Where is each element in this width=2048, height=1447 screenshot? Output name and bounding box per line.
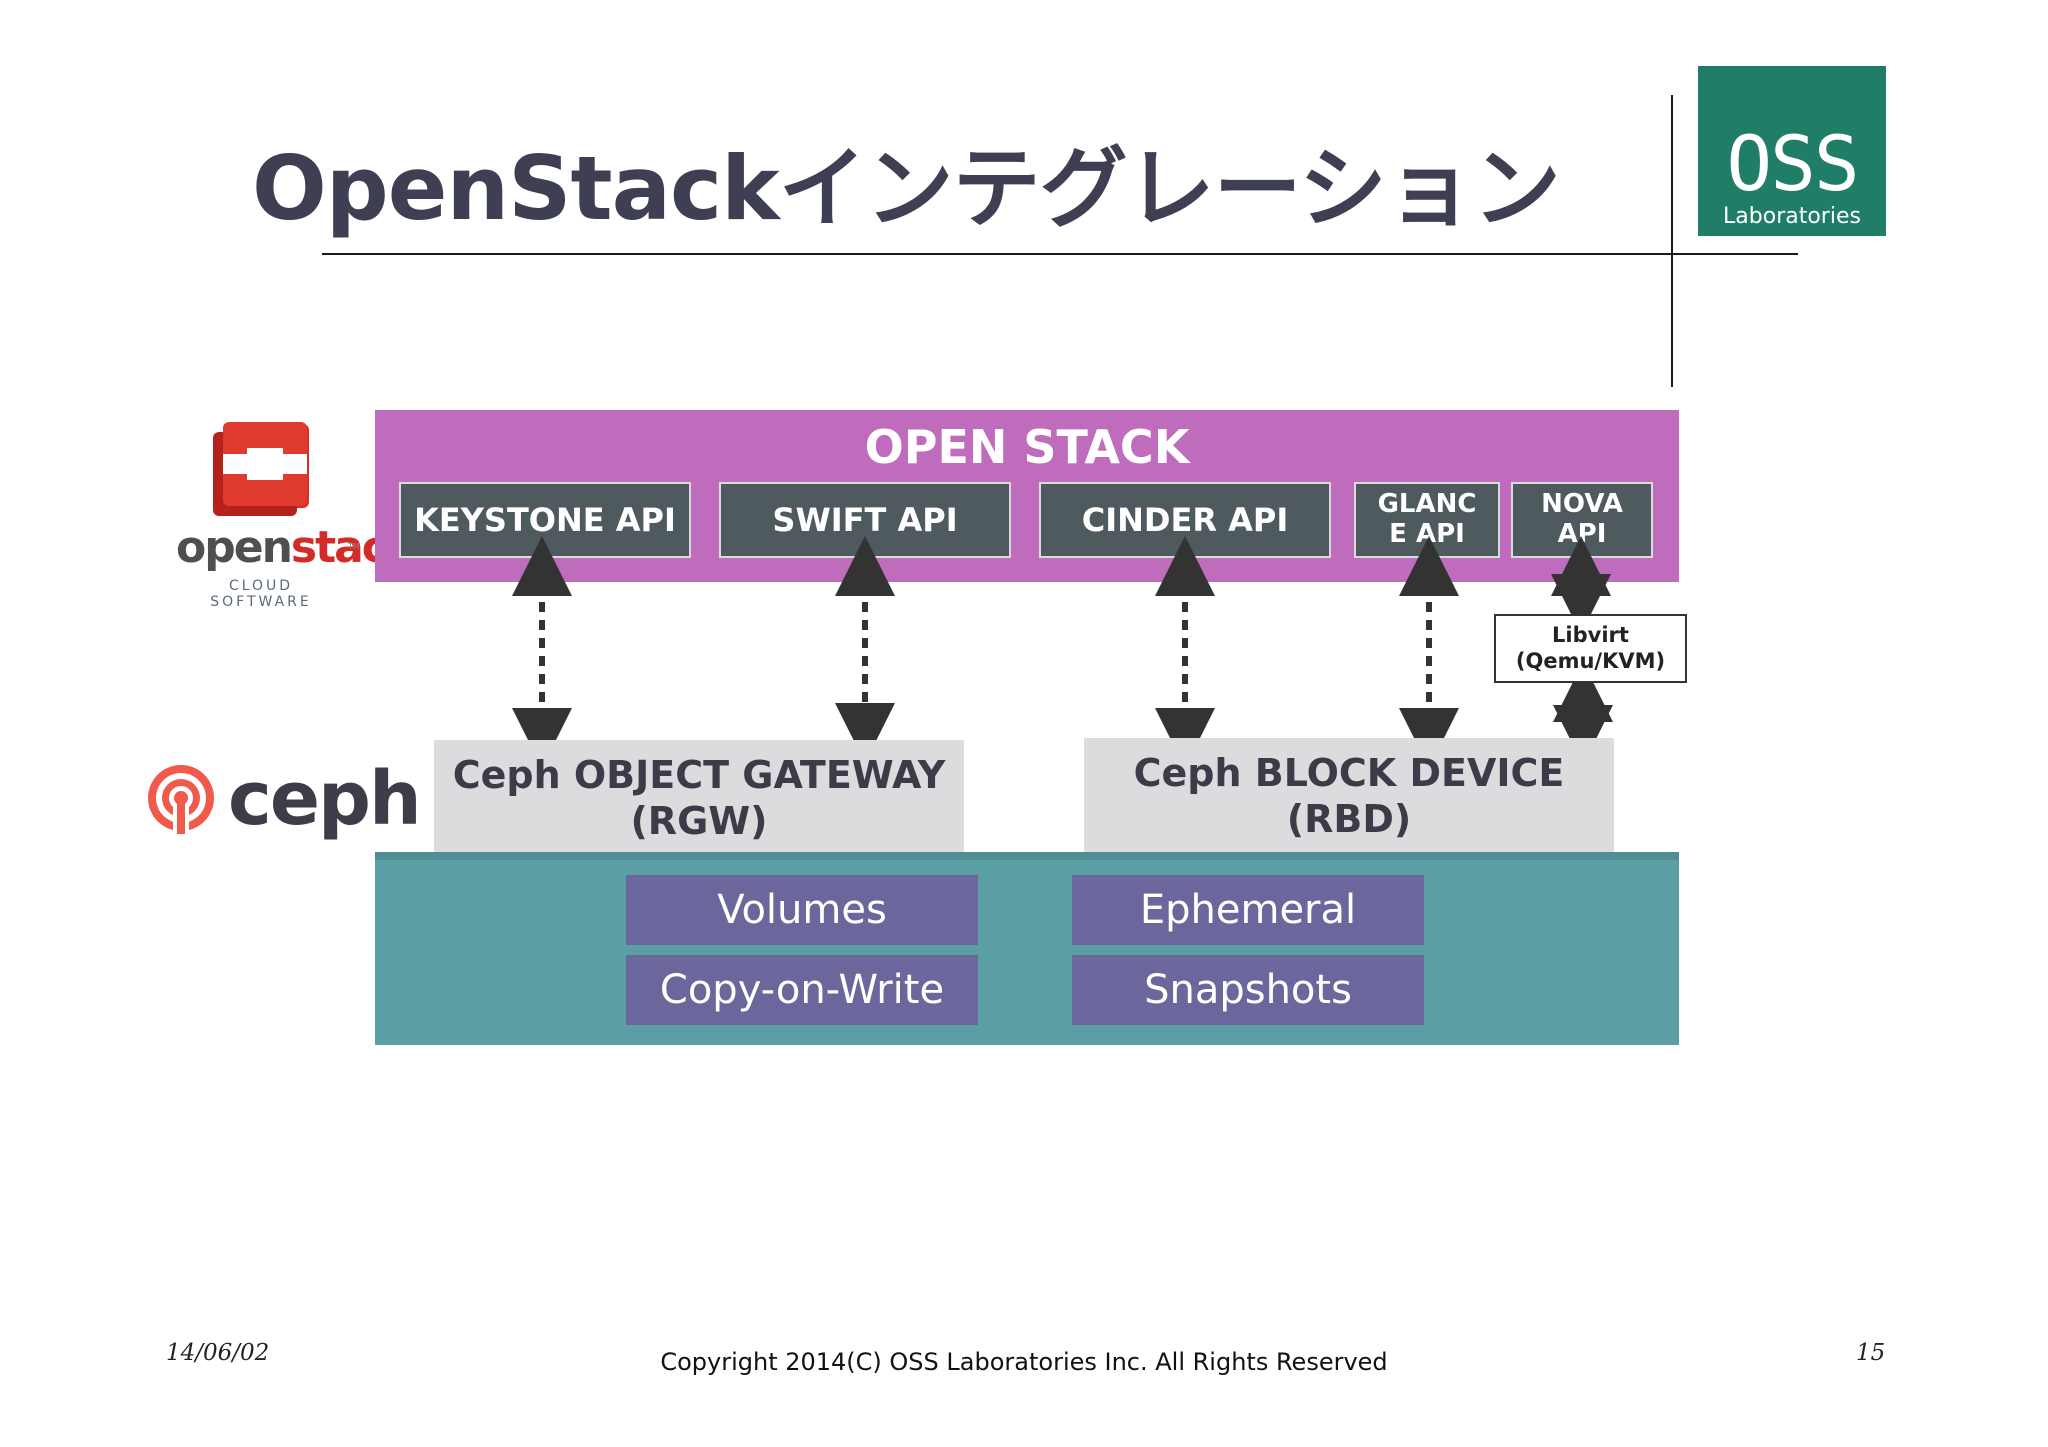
ceph-block-device-box: Ceph BLOCK DEVICE (RBD) [1084, 738, 1614, 854]
rbd-label: Ceph BLOCK DEVICE [1133, 750, 1565, 795]
ceph-logo-icon [145, 762, 217, 838]
cinder-api-box: CINDER API [1039, 482, 1331, 558]
footer-date: 14/06/02 [166, 1340, 270, 1366]
openstack-word-open: open [176, 522, 293, 573]
ceph-wordmark: ceph [228, 756, 422, 842]
openstack-subtitle: CLOUD SOFTWARE [210, 578, 312, 610]
footer-copyright: Copyright 2014(C) OSS Laboratories Inc. … [660, 1348, 1388, 1376]
vertical-divider [1671, 95, 1673, 387]
oss-logo-text: OSS [1726, 119, 1859, 208]
libvirt-box: Libvirt (Qemu/KVM) [1494, 614, 1687, 683]
title-divider [322, 253, 1798, 255]
libvirt-sublabel: (Qemu/KVM) [1515, 648, 1666, 673]
snapshots-box: Snapshots [1072, 955, 1424, 1025]
openstack-trademark: TM [348, 542, 360, 551]
ceph-object-gateway-box: Ceph OBJECT GATEWAY (RGW) [434, 740, 964, 856]
rgw-sublabel: (RGW) [630, 799, 768, 843]
ephemeral-box: Ephemeral [1072, 875, 1424, 945]
page-title: OpenStackインテグレーション [252, 137, 1561, 240]
volumes-box: Volumes [626, 875, 978, 945]
oss-laboratories-logo: OSS Laboratories [1698, 66, 1886, 236]
rgw-label: Ceph OBJECT GATEWAY [452, 752, 946, 797]
page-number: 15 [1856, 1340, 1886, 1366]
ceph-cluster-panel [375, 852, 1679, 1045]
openstack-panel-title: OPEN STACK [864, 420, 1190, 474]
openstack-logo-icon [172, 414, 362, 604]
copy-on-write-box: Copy-on-Write [626, 955, 978, 1025]
keystone-api-box: KEYSTONE API [399, 482, 691, 558]
rbd-sublabel: (RBD) [1286, 797, 1412, 841]
oss-logo-subtext: Laboratories [1723, 204, 1861, 229]
libvirt-label: Libvirt [1552, 623, 1629, 648]
